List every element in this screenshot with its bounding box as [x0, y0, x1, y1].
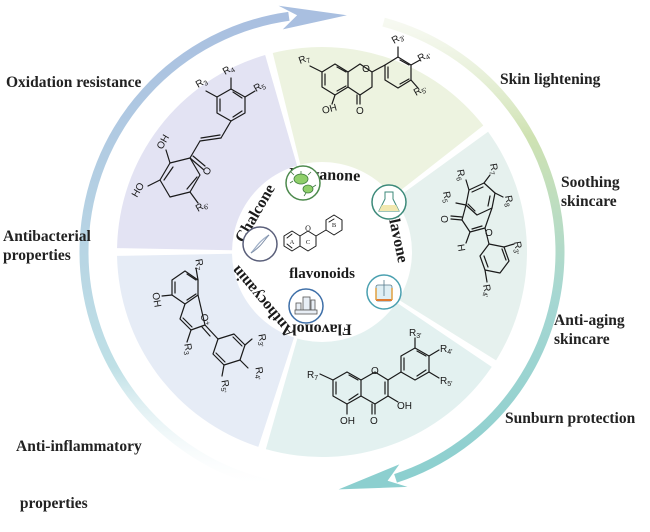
svg-text:OH: OH: [340, 416, 355, 427]
svg-text:O: O: [362, 64, 370, 75]
property-line: skincare: [561, 193, 617, 210]
ring-b-label: B: [332, 222, 337, 229]
svg-text:OH: OH: [397, 401, 412, 412]
property-line: Antibacterial: [3, 228, 91, 245]
flavonoid-core-structure: O A C B: [283, 214, 343, 252]
svg-text:R7: R7: [307, 370, 318, 382]
property-line: properties: [3, 247, 71, 264]
property-anti-inflammatory: Anti-inflammatory properties: [16, 399, 142, 532]
property-line: Anti-inflammatory: [16, 438, 142, 455]
core-oxygen: O: [305, 224, 311, 233]
svg-text:R5: R5: [252, 79, 268, 95]
property-line: Anti-aging: [554, 312, 625, 329]
property-line: skincare: [554, 331, 610, 348]
property-antibacterial: Antibacterial properties: [3, 227, 91, 265]
center-title: flavonoids: [289, 266, 355, 282]
property-oxidation-resistance: Oxidation resistance: [6, 74, 142, 91]
svg-text:R6': R6': [194, 199, 211, 216]
class-label-flavonol: Flavonol: [292, 320, 352, 337]
svg-text:OH: OH: [149, 292, 162, 309]
right-arrow: [338, 17, 565, 490]
ring-a-label: A: [290, 239, 295, 246]
property-soothing-skincare: Soothing skincare: [561, 173, 620, 211]
bacteria-icon: [285, 165, 321, 201]
flavonol-structure: R7 O OH O OH R3' R4' R5': [307, 328, 452, 427]
svg-text:H: H: [454, 243, 466, 252]
diagram-canvas: ChalconeFlavanoneFlavoneFlavonolAnthocya…: [79, 5, 565, 490]
svg-text:O: O: [440, 215, 451, 223]
flask-icon: [371, 184, 407, 220]
property-sunburn-protection: Sunburn protection: [505, 410, 636, 427]
svg-text:O: O: [356, 106, 364, 117]
svg-text:R4: R4: [221, 62, 237, 78]
svg-text:R4': R4': [416, 49, 433, 66]
svg-text:R3': R3': [390, 31, 407, 48]
property-skin-lightening: Skin lightening: [500, 71, 601, 88]
svg-text:OH: OH: [321, 102, 338, 117]
dna-icon: [242, 226, 278, 262]
left-arrow: [79, 5, 347, 489]
svg-text:O: O: [485, 228, 493, 239]
svg-text:O: O: [371, 366, 379, 377]
property-anti-aging-skincare: Anti-aging skincare: [554, 311, 625, 349]
svg-text:R3: R3: [194, 75, 210, 91]
sector-flavone: [390, 131, 527, 361]
property-line: Soothing: [561, 174, 620, 191]
bioreactor-icon: [366, 274, 402, 310]
property-line: properties: [16, 495, 88, 512]
flavanone-structure: R7 O O OH R3' R4' R5': [297, 31, 433, 117]
svg-text:O: O: [370, 416, 378, 427]
ring-c-label: C: [306, 239, 310, 246]
factory-icon: [288, 288, 324, 324]
svg-text:R5': R5': [412, 83, 429, 100]
